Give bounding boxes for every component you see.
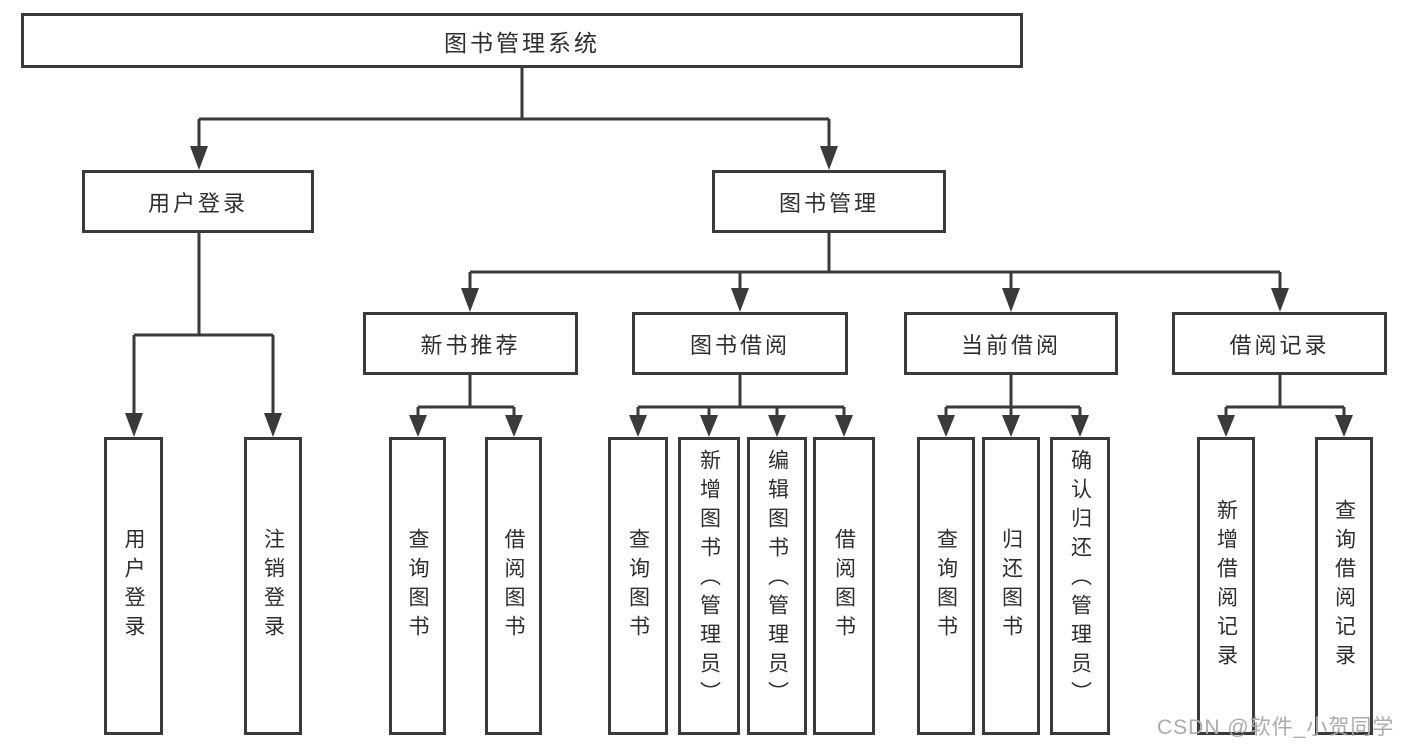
leaf-add-borrow-record: 新增借阅记录 bbox=[1197, 437, 1255, 735]
leaf-borrow-books-borrowing: 借阅图书 bbox=[813, 437, 875, 735]
leaf-borrow-books-recommend: 借阅图书 bbox=[485, 437, 542, 735]
node-book-borrowing: 图书借阅 bbox=[632, 312, 848, 375]
node-new-book-recommend: 新书推荐 bbox=[363, 312, 578, 375]
leaf-logout: 注销登录 bbox=[244, 437, 302, 735]
csdn-watermark: CSDN @软件_小贺同学 bbox=[1157, 716, 1395, 739]
arrowhead-icons bbox=[125, 146, 1353, 437]
leaf-query-books-current: 查询图书 bbox=[917, 437, 975, 735]
leaf-query-books-recommend: 查询图书 bbox=[389, 437, 446, 735]
leaf-return-books: 归还图书 bbox=[982, 437, 1040, 735]
leaf-confirm-return-admin: 确认归还（管理员） bbox=[1050, 437, 1110, 735]
node-borrowing-records: 借阅记录 bbox=[1172, 312, 1387, 375]
leaf-edit-books-admin: 编辑图书（管理员） bbox=[747, 437, 807, 735]
leaf-query-borrow-record: 查询借阅记录 bbox=[1315, 437, 1373, 735]
leaf-query-books-borrowing: 查询图书 bbox=[608, 437, 668, 735]
node-current-borrowing: 当前借阅 bbox=[904, 312, 1118, 375]
leaf-add-books-admin: 新增图书（管理员） bbox=[678, 437, 740, 735]
node-book-management-module: 图书管理 bbox=[712, 170, 946, 233]
node-user-login-module: 用户登录 bbox=[82, 170, 314, 233]
leaf-user-login: 用户登录 bbox=[104, 437, 163, 735]
node-root-system: 图书管理系统 bbox=[21, 13, 1023, 68]
